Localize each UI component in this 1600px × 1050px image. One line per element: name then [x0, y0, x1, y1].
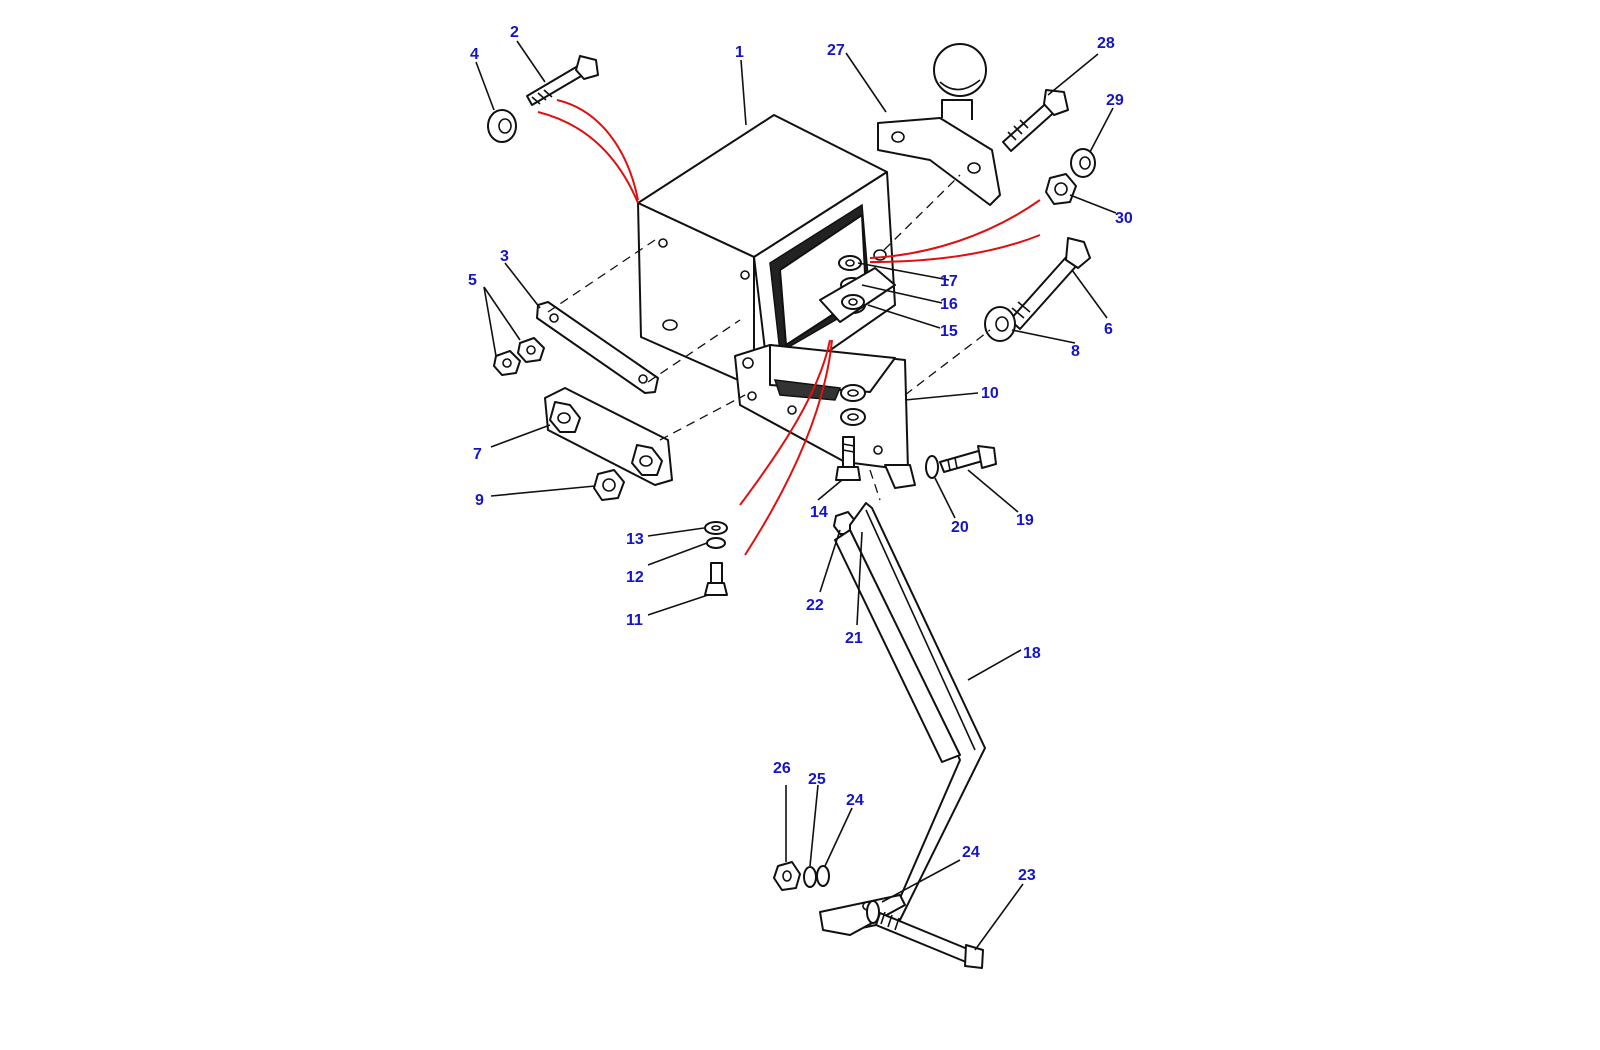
label-part-30: 30 — [1115, 210, 1133, 227]
bolt-6 — [1009, 237, 1091, 330]
label-part-22: 22 — [806, 597, 824, 614]
label-part-11: 11 — [626, 612, 643, 629]
label-part-27: 27 — [827, 42, 845, 59]
label-part-24-b: 24 — [962, 844, 980, 861]
clamp-plate-7 — [544, 387, 673, 486]
small-fasteners-11-13 — [704, 521, 728, 596]
label-part-29: 29 — [1106, 92, 1124, 109]
label-part-2: 2 — [510, 24, 519, 41]
label-part-26: 26 — [773, 760, 791, 777]
washer-8 — [984, 306, 1016, 342]
label-part-20: 20 — [951, 519, 969, 536]
washer-20 — [925, 455, 939, 479]
label-part-25: 25 — [808, 771, 826, 788]
bolt-19 — [939, 445, 997, 473]
washer-24 — [866, 900, 880, 924]
washer-29 — [1070, 148, 1096, 178]
label-part-28: 28 — [1097, 35, 1115, 52]
label-part-3: 3 — [500, 248, 509, 265]
label-part-19: 19 — [1016, 512, 1034, 529]
label-part-21: 21 — [845, 630, 863, 647]
nut-30 — [1045, 173, 1077, 205]
label-part-5: 5 — [468, 272, 477, 289]
nuts-5 — [493, 337, 545, 376]
tow-ball-hitch — [877, 43, 1001, 206]
plate-3 — [536, 301, 659, 394]
label-part-7: 7 — [473, 446, 482, 463]
lower-bracket — [734, 344, 916, 489]
label-part-12: 12 — [626, 569, 644, 586]
label-part-18: 18 — [1023, 645, 1041, 662]
bolt-14 — [835, 436, 861, 481]
label-part-1: 1 — [735, 44, 744, 61]
nut-9 — [593, 469, 625, 501]
label-part-14: 14 — [810, 504, 828, 521]
red-highlight-curves — [537, 99, 1041, 556]
label-part-17: 17 — [940, 273, 958, 290]
nut-washers-24-25-26 — [773, 861, 830, 891]
label-part-24-a: 24 — [846, 792, 864, 809]
label-part-23: 23 — [1018, 867, 1036, 884]
inner-nuts-15-16-17 — [819, 249, 896, 323]
washer-4 — [487, 109, 517, 143]
assembly-dash-lines — [547, 174, 991, 501]
bolt-23 — [875, 911, 984, 969]
label-part-6: 6 — [1104, 321, 1113, 338]
main-box-housing — [637, 114, 896, 393]
bolt-2 — [526, 55, 599, 106]
label-part-4: 4 — [470, 46, 479, 63]
leader-lines — [475, 40, 1117, 951]
label-part-8: 8 — [1071, 343, 1080, 360]
bolt-28 — [1002, 89, 1069, 152]
lever-18 — [819, 502, 986, 936]
part-labels: 1 2 3 4 5 6 7 8 9 10 11 12 13 14 15 16 1… — [468, 24, 1133, 884]
label-part-15: 15 — [940, 323, 958, 340]
label-part-16: 16 — [940, 296, 958, 313]
label-part-9: 9 — [475, 492, 484, 509]
label-part-13: 13 — [626, 531, 644, 548]
label-part-10: 10 — [981, 385, 999, 402]
